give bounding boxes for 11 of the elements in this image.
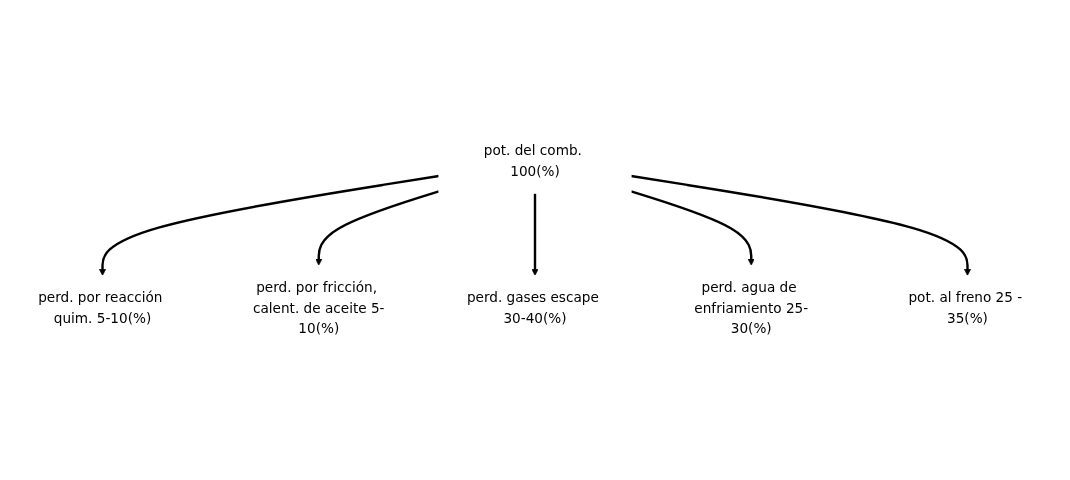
node-text: perd. por reacción quim. 5-10(%)	[38, 289, 163, 327]
node-text: pot. al freno 25 - 35(%)	[908, 289, 1023, 327]
node-text: perd. agua de enfriamiento 25-30(%)	[694, 279, 809, 337]
arrow	[315, 190, 440, 267]
arrow	[630, 175, 971, 277]
node-text: perd. gases escape 30-40(%)	[466, 289, 599, 327]
node-text: pot. del comb. 100(%)	[483, 142, 582, 179]
node-text: perd. por fricción, calent. de aceite 5-10(%)	[252, 279, 385, 337]
arrow	[531, 193, 539, 277]
arrow	[630, 190, 755, 267]
arrow	[99, 175, 440, 277]
